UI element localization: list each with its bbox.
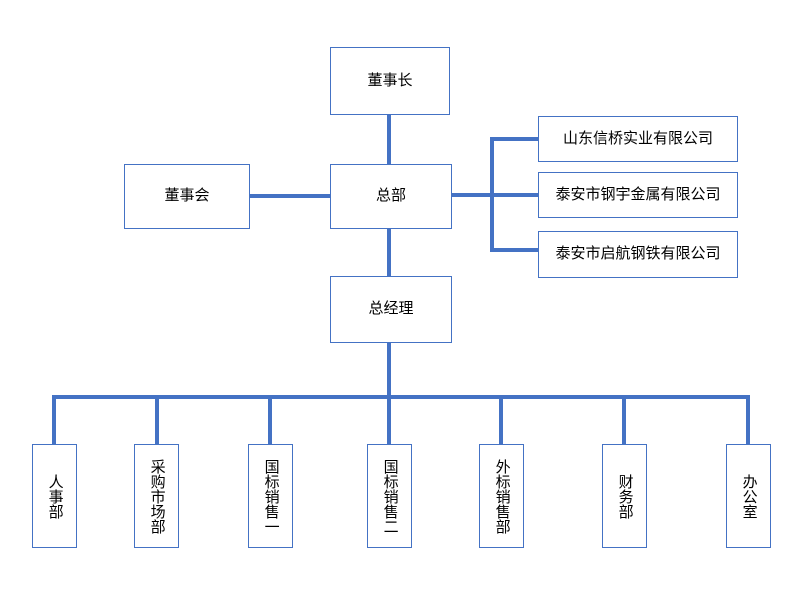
node-department-hr: 人事部: [32, 444, 77, 548]
node-headquarters: 总部: [330, 164, 452, 229]
connector-drop-department-5: [499, 397, 503, 445]
node-department-national-sales-2: 国标销售二: [367, 444, 412, 548]
connector-drop-department-2: [155, 397, 159, 445]
connector-chairman-headquarters: [387, 115, 391, 164]
connector-subsidiaries-bracket: [490, 137, 494, 252]
node-general-manager: 总经理: [330, 276, 452, 343]
node-subsidiary-shandong-xinqiao: 山东信桥实业有限公司: [538, 116, 738, 162]
connector-drop-department-7: [746, 397, 750, 445]
node-department-external-sales: 外标销售部: [479, 444, 524, 548]
connector-general-manager-rail: [387, 343, 391, 397]
node-subsidiary-taian-qihang: 泰安市启航钢铁有限公司: [538, 231, 738, 278]
node-chairman: 董事长: [330, 47, 450, 115]
node-department-national-sales-1: 国标销售一: [248, 444, 293, 548]
connector-headquarters-general-manager: [387, 229, 391, 276]
node-department-procurement-market: 采购市场部: [134, 444, 179, 548]
connector-bracket-subsidiary-1: [492, 137, 538, 141]
connector-departments-rail: [52, 395, 750, 399]
connector-drop-department-6: [622, 397, 626, 445]
connector-drop-department-3: [268, 397, 272, 445]
connector-headquarters-subsidiary-2: [452, 193, 538, 197]
node-subsidiary-taian-gangyu: 泰安市钢宇金属有限公司: [538, 172, 738, 218]
node-department-office: 办公室: [726, 444, 771, 548]
connector-drop-department-1: [52, 397, 56, 445]
connector-drop-department-4: [387, 397, 391, 445]
connector-bracket-subsidiary-3: [492, 248, 538, 252]
connector-board-headquarters: [250, 194, 330, 198]
node-department-finance: 财务部: [602, 444, 647, 548]
node-board: 董事会: [124, 164, 250, 229]
